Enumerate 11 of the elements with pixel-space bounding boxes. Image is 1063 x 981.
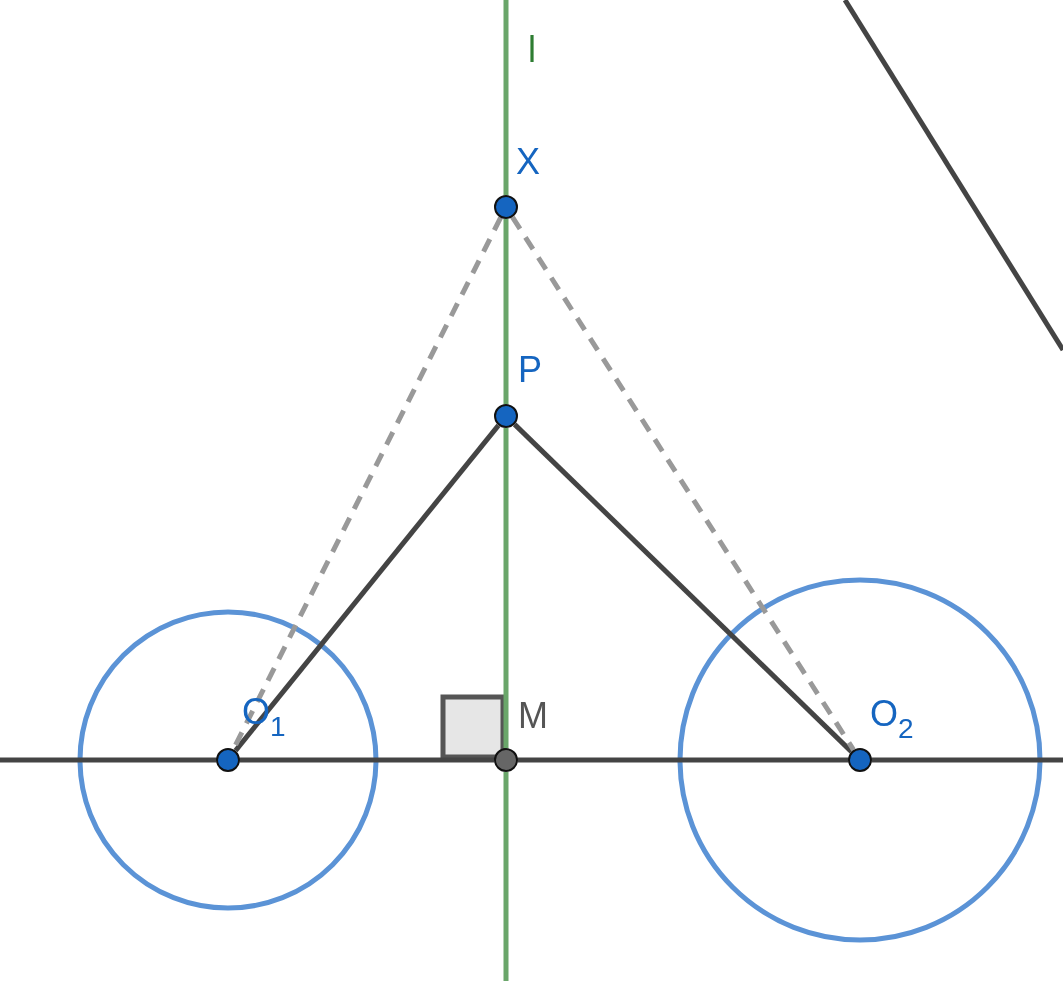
dashed-line — [510, 215, 856, 752]
point-label: M — [518, 696, 548, 736]
line-segment — [503, 219, 509, 404]
line-segment — [518, 757, 848, 763]
line-segment — [512, 422, 854, 754]
line-segment — [233, 423, 501, 753]
line-segment — [240, 757, 494, 763]
point-label: P — [518, 350, 542, 390]
line-segment — [503, 428, 509, 748]
line-label: l — [528, 30, 536, 70]
point-label: X — [516, 142, 540, 182]
